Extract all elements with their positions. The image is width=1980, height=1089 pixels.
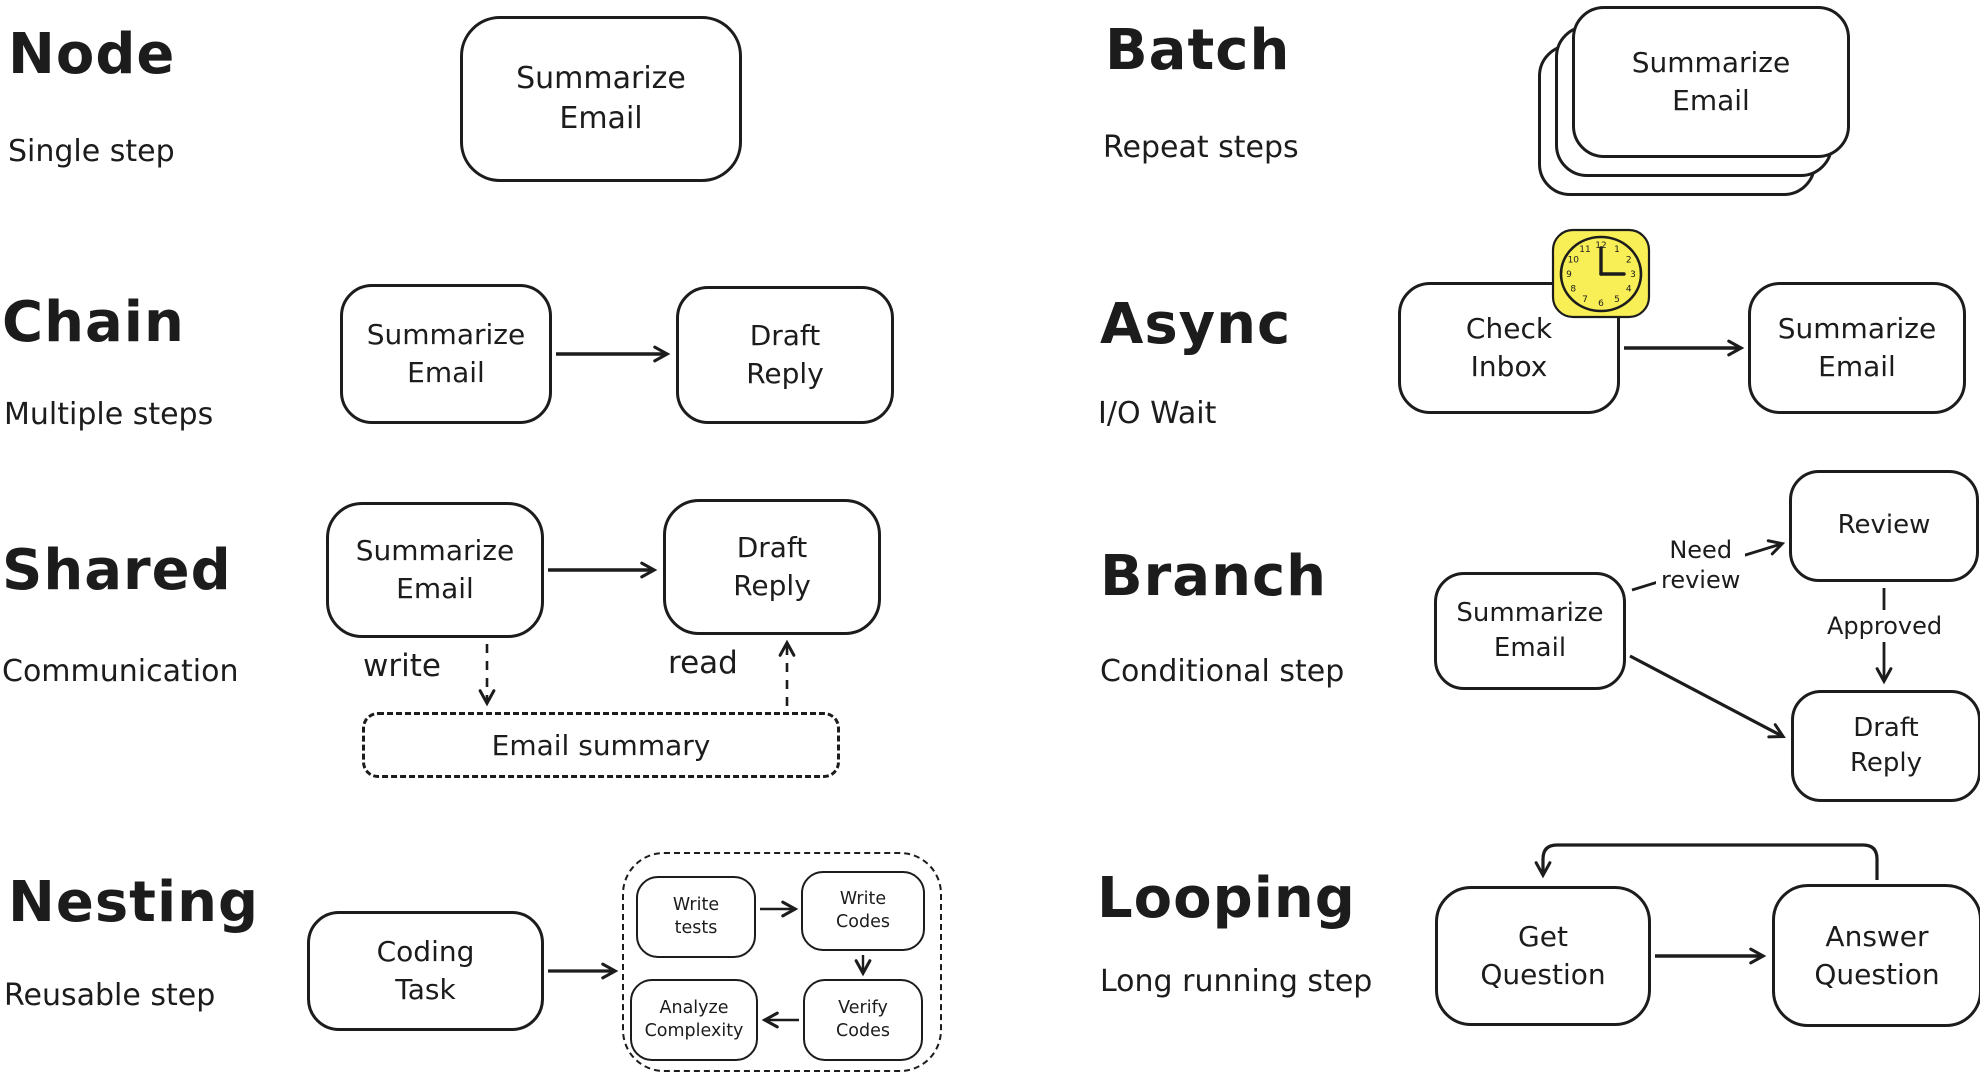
nesting-box-verify-codes: Verify Codes bbox=[803, 979, 923, 1061]
section-subtitle-shared: Communication bbox=[2, 654, 239, 689]
shared-box-summarize-email: Summarize Email bbox=[326, 502, 544, 638]
shared-store-email-summary: Email summary bbox=[362, 712, 840, 778]
node-box-summarize-email: Summarize Email bbox=[460, 16, 742, 182]
shared-read-label: read bbox=[668, 645, 738, 681]
svg-text:6: 6 bbox=[1598, 299, 1604, 309]
svg-text:12: 12 bbox=[1595, 241, 1606, 251]
nesting-group-container bbox=[622, 852, 942, 1072]
looping-back-arrow bbox=[1534, 843, 1879, 880]
shared-write-label: write bbox=[363, 648, 441, 684]
svg-text:8: 8 bbox=[1570, 285, 1576, 295]
branch-approved-label: Approved bbox=[1822, 610, 1948, 642]
looping-box-get-question: Get Question bbox=[1435, 886, 1651, 1026]
section-title-node: Node bbox=[8, 22, 176, 87]
section-subtitle-batch: Repeat steps bbox=[1103, 130, 1299, 165]
section-subtitle-node: Single step bbox=[8, 134, 175, 169]
looping-box-answer-question: Answer Question bbox=[1772, 884, 1980, 1027]
svg-text:3: 3 bbox=[1630, 270, 1636, 280]
async-box-summarize-email: Summarize Email bbox=[1748, 282, 1966, 414]
nesting-box-write-codes: Write Codes bbox=[801, 871, 925, 951]
clock-face bbox=[1559, 235, 1643, 313]
nesting-box-coding-task: Coding Task bbox=[307, 911, 544, 1031]
svg-text:4: 4 bbox=[1626, 285, 1632, 295]
section-title-chain: Chain bbox=[2, 290, 185, 355]
nesting-box-write-tests: Write tests bbox=[636, 876, 756, 958]
branch-box-draft-reply: Draft Reply bbox=[1791, 690, 1980, 802]
svg-text:9: 9 bbox=[1566, 270, 1572, 280]
section-subtitle-async: I/O Wait bbox=[1098, 396, 1217, 431]
branch-need-review-label: Need review bbox=[1656, 534, 1746, 596]
branch-box-review: Review bbox=[1789, 470, 1979, 582]
shared-box-draft-reply: Draft Reply bbox=[663, 499, 881, 635]
branch-to-draft-arrow bbox=[1629, 654, 1786, 739]
chain-box-summarize-email: Summarize Email bbox=[340, 284, 552, 424]
section-title-async: Async bbox=[1100, 292, 1292, 357]
nesting-box-analyze-complexity: Analyze Complexity bbox=[630, 979, 758, 1061]
svg-text:10: 10 bbox=[1568, 256, 1580, 266]
section-title-looping: Looping bbox=[1097, 866, 1356, 931]
batch-box-summarize-email: Summarize Email bbox=[1572, 6, 1850, 158]
section-title-shared: Shared bbox=[2, 538, 232, 603]
branch-box-summarize-email: Summarize Email bbox=[1434, 572, 1626, 690]
section-title-branch: Branch bbox=[1100, 544, 1328, 609]
section-title-nesting: Nesting bbox=[8, 870, 260, 935]
section-subtitle-nesting: Reusable step bbox=[4, 978, 216, 1013]
svg-text:2: 2 bbox=[1626, 256, 1632, 266]
section-title-batch: Batch bbox=[1105, 18, 1291, 83]
svg-text:1: 1 bbox=[1614, 245, 1620, 255]
svg-text:5: 5 bbox=[1614, 295, 1620, 305]
section-subtitle-branch: Conditional step bbox=[1100, 654, 1345, 689]
section-subtitle-looping: Long running step bbox=[1100, 964, 1373, 999]
svg-text:7: 7 bbox=[1582, 295, 1588, 305]
chain-box-draft-reply: Draft Reply bbox=[676, 286, 894, 424]
svg-text:11: 11 bbox=[1579, 245, 1590, 255]
section-subtitle-chain: Multiple steps bbox=[4, 397, 214, 432]
